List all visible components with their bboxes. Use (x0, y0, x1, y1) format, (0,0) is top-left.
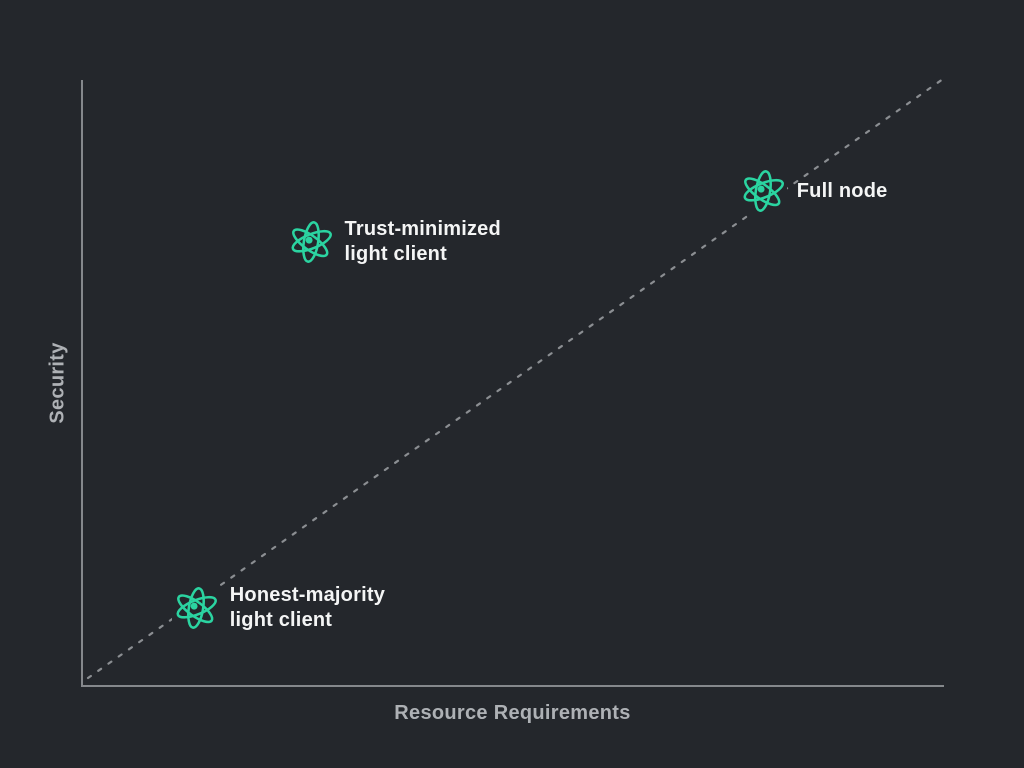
y-axis-label: Security (46, 342, 69, 424)
plot-area (81, 80, 944, 687)
atom-icon (738, 167, 787, 216)
data-point: Full node (738, 167, 888, 216)
x-axis-label: Resource Requirements (394, 702, 631, 724)
atom-icon (171, 584, 220, 633)
atom-icon (286, 218, 335, 267)
data-point-label: Full node (796, 179, 888, 202)
